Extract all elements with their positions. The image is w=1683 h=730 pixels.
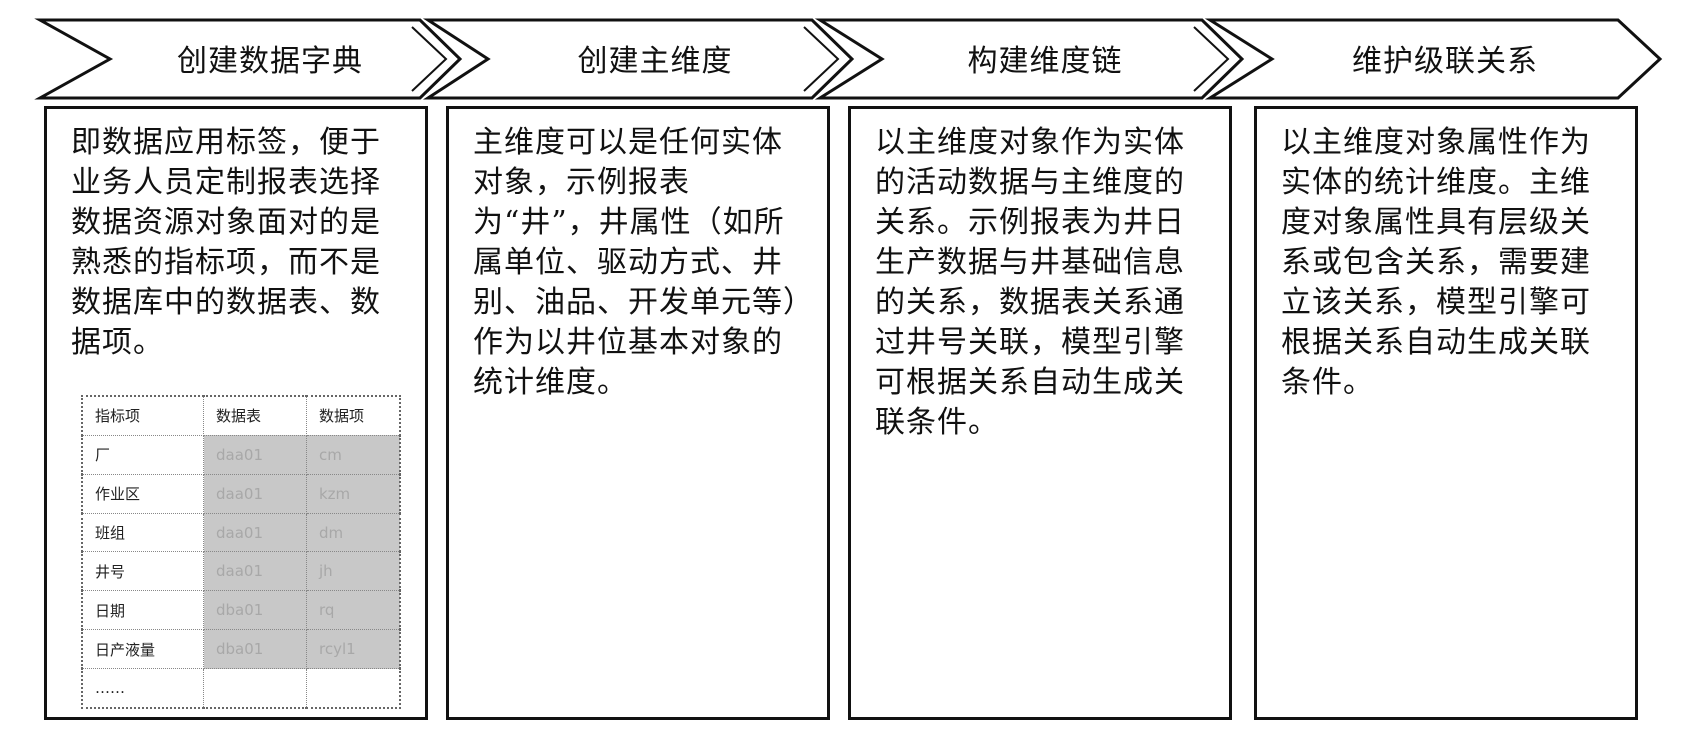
cascade-relation-box: 以主维度对象属性作为实体的统计维度。主维度对象属性具有层级关系或包含关系，需要建… <box>1254 106 1638 720</box>
table-name-cell: daa01 <box>203 551 307 592</box>
chevron-step-4 <box>1204 18 1663 100</box>
dimension-chain-description: 以主维度对象作为实体的活动数据与主维度的关系。示例报表为井日生产数据与井基础信息… <box>875 125 1185 440</box>
chevron-step-3 <box>814 18 1245 100</box>
table-row: 班组 daa01 dm <box>81 512 401 553</box>
table-header-cell: 数据项 <box>306 395 401 436</box>
cascade-relation-description: 以主维度对象属性作为实体的统计维度。主维度对象属性具有层级关系或包含关系，需要建… <box>1281 125 1591 400</box>
table-name-cell <box>203 668 307 709</box>
step-2-label: 创建主维度 <box>577 44 733 79</box>
field-name-cell: rcyl1 <box>306 629 401 670</box>
indicator-cell: 作业区 <box>81 473 204 514</box>
data-dictionary-box: 即数据应用标签，便于业务人员定制报表选择数据资源对象面对的是熟悉的指标项，而不是… <box>44 106 428 720</box>
table-name-cell: daa01 <box>203 473 307 514</box>
dimension-chain-box: 以主维度对象作为实体的活动数据与主维度的关系。示例报表为井日生产数据与井基础信息… <box>848 106 1232 720</box>
indicator-cell: 班组 <box>81 512 204 553</box>
field-name-cell: kzm <box>306 473 401 514</box>
table-name-cell: dba01 <box>203 590 307 631</box>
field-name-cell: dm <box>306 512 401 553</box>
indicator-cell: 厂 <box>81 434 204 475</box>
main-dimension-description: 主维度可以是任何实体对象，示例报表为“井”，井属性（如所属单位、驱动方式、井别、… <box>473 125 799 400</box>
step-3-label: 构建维度链 <box>967 44 1123 79</box>
table-header-cell: 指标项 <box>81 395 204 436</box>
indicator-cell: 井号 <box>81 551 204 592</box>
step-1-label: 创建数据字典 <box>177 44 363 79</box>
table-row: 日期 dba01 rq <box>81 590 401 631</box>
step-4-label: 维护级联关系 <box>1352 44 1538 79</box>
table-header-row: 指标项 数据表 数据项 <box>81 395 401 436</box>
data-dictionary-description: 即数据应用标签，便于业务人员定制报表选择数据资源对象面对的是熟悉的指标项，而不是… <box>71 125 381 360</box>
indicator-cell: …… <box>81 668 204 709</box>
table-name-cell: daa01 <box>203 512 307 553</box>
table-row: 厂 daa01 cm <box>81 434 401 475</box>
indicator-cell: 日期 <box>81 590 204 631</box>
table-name-cell: daa01 <box>203 434 307 475</box>
field-name-cell <box>306 668 401 709</box>
field-name-cell: rq <box>306 590 401 631</box>
indicator-cell: 日产液量 <box>81 629 204 670</box>
table-header-cell: 数据表 <box>203 395 307 436</box>
dictionary-example-table: 指标项 数据表 数据项 厂 daa01 cm 作业区 daa01 kzm 班组 … <box>81 395 401 709</box>
field-name-cell: jh <box>306 551 401 592</box>
process-chevrons <box>34 18 1663 100</box>
field-name-cell: cm <box>306 434 401 475</box>
table-name-cell: dba01 <box>203 629 307 670</box>
table-row: …… <box>81 668 401 709</box>
main-dimension-box: 主维度可以是任何实体对象，示例报表为“井”，井属性（如所属单位、驱动方式、井别、… <box>446 106 830 720</box>
chevron-step-2 <box>422 18 855 100</box>
table-row: 日产液量 dba01 rcyl1 <box>81 629 401 670</box>
table-row: 井号 daa01 jh <box>81 551 401 592</box>
table-row: 作业区 daa01 kzm <box>81 473 401 514</box>
chevron-step-1 <box>34 18 463 100</box>
